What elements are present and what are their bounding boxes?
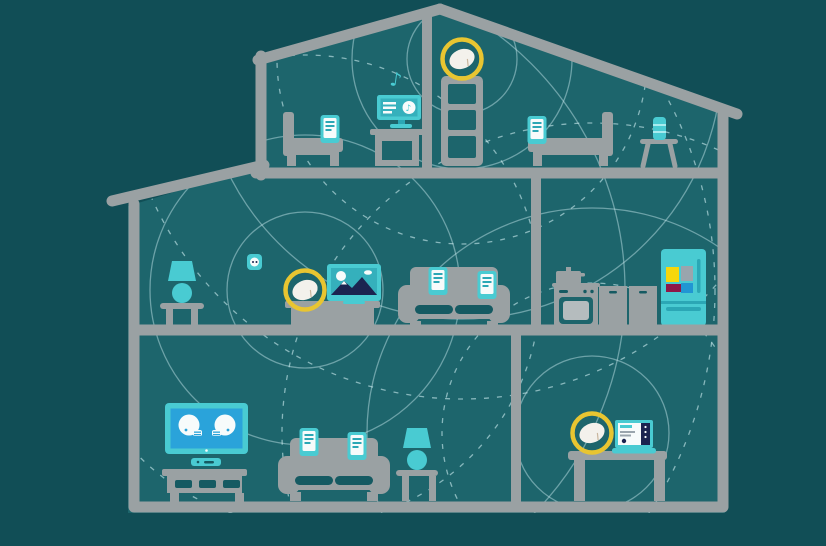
fridge-screen-tile-gray [681, 266, 693, 281]
pot-icon [556, 267, 585, 284]
laptop-icon [612, 420, 656, 454]
tablet-icon [527, 116, 547, 144]
wifi-node-living-room-ripple [226, 211, 384, 369]
house-structure [106, 3, 743, 513]
wifi-node-office-ripple [366, 207, 725, 513]
smart-thermostat-icon [247, 254, 262, 270]
stove-icon [552, 283, 600, 326]
wifi-node-living-room-ripple [128, 8, 716, 513]
smart-speaker-icon [653, 117, 666, 140]
screen-music-note-icon: ♪ [406, 104, 412, 114]
smart-fridge-icon [661, 249, 706, 326]
tablet-icon [320, 115, 340, 143]
cube-shelf-icon [441, 76, 483, 166]
media-console-icon [285, 301, 380, 326]
left-wing-roof-slope [106, 159, 270, 207]
football-tv-icon [165, 403, 248, 454]
side-table-icon [160, 303, 204, 325]
house-interior [128, 8, 725, 513]
media-console-icon [162, 469, 247, 502]
floating-music-note-icon: ♪ [388, 68, 403, 91]
wifi-node-attic-ripple [128, 8, 725, 400]
music-player-monitor-icon: ♪ [370, 95, 424, 166]
tablet-icon [299, 428, 319, 456]
cabinet-icon [599, 286, 627, 326]
football-helmet-icon [212, 414, 236, 436]
house-frame [128, 107, 729, 513]
wifi-node-office-ripple [281, 122, 725, 513]
tablet-icon [428, 267, 448, 295]
furniture-layer: ♪ ♪ [160, 68, 706, 502]
tablet-icon [477, 271, 497, 299]
fridge-screen-tile-blue [681, 283, 693, 293]
football-helmet-icon [178, 414, 202, 436]
cabinet-icon [629, 286, 657, 326]
bed-icon [528, 112, 613, 166]
roof-right-slope [434, 3, 743, 120]
roof-left-slope [252, 3, 446, 66]
fridge-screen-tile-maroon [666, 284, 681, 292]
side-table-icon [640, 139, 678, 169]
side-table-icon [396, 470, 438, 501]
streaming-soundbar-icon [191, 458, 221, 466]
tablet-icon [347, 432, 367, 460]
landscape-tv-icon [327, 264, 381, 304]
fridge-screen-tile-yellow [666, 267, 679, 282]
